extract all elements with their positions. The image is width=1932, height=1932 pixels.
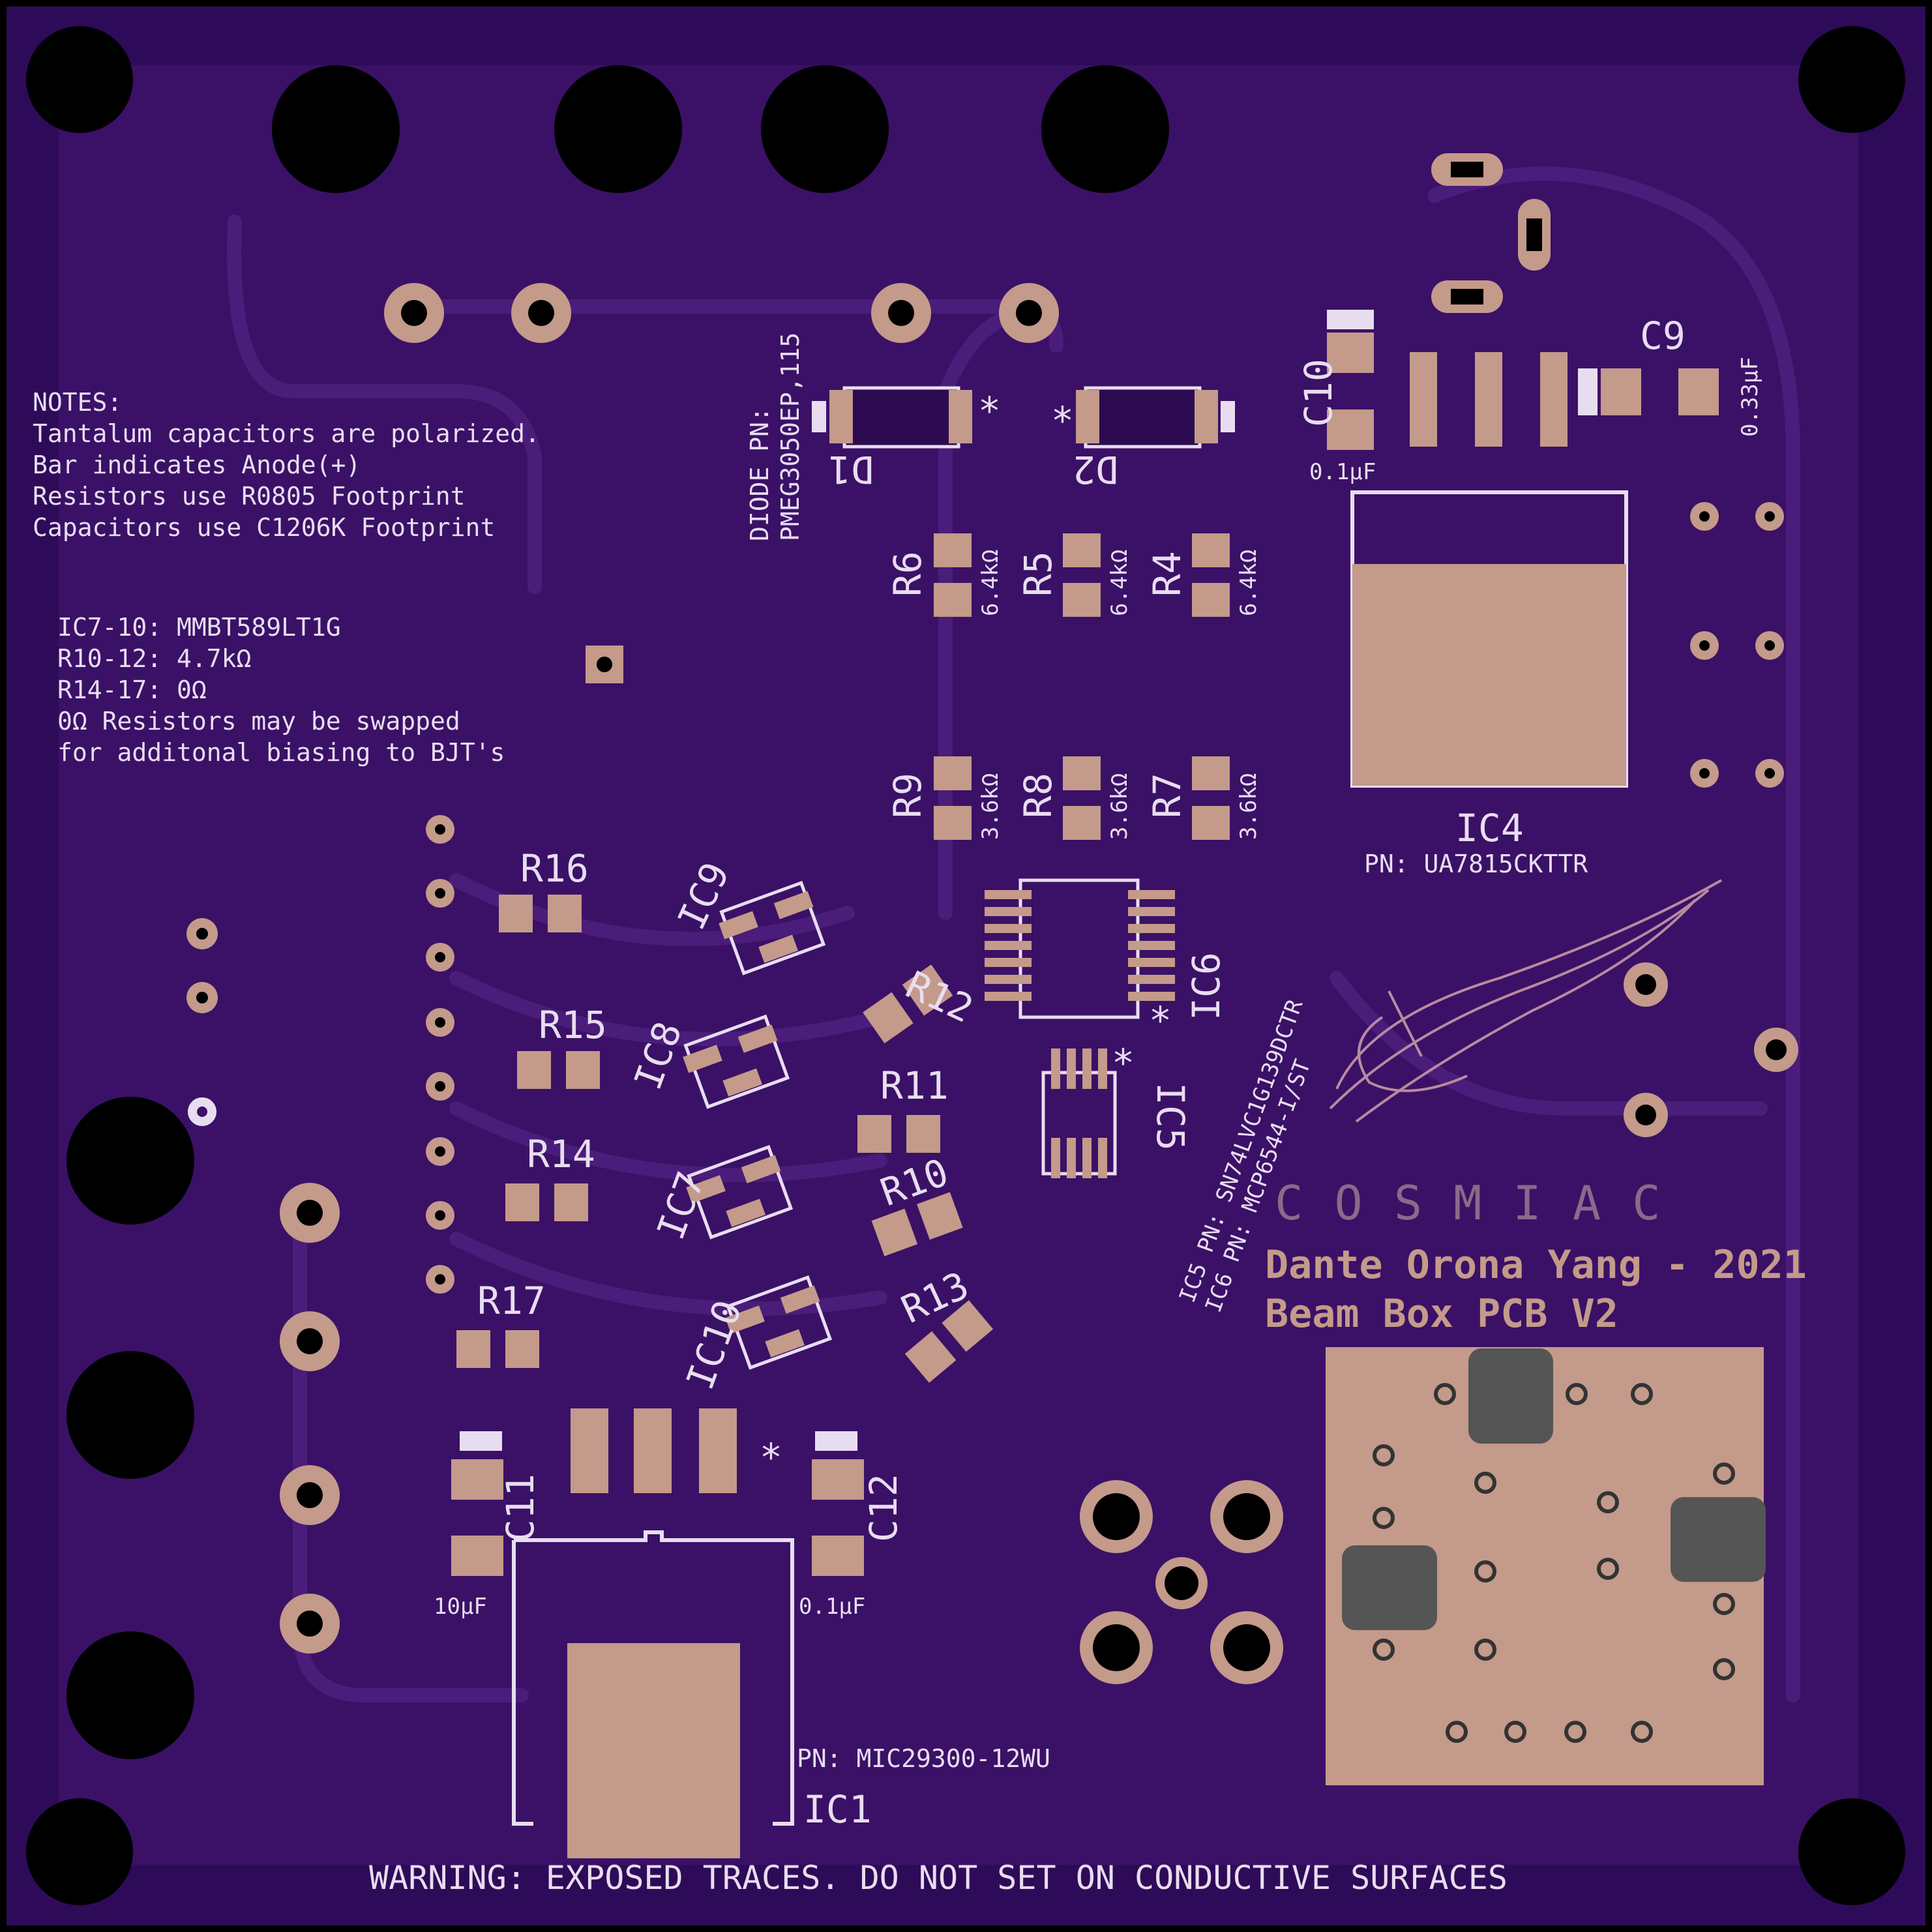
- bjt-note: R14-17: 0Ω: [57, 676, 207, 704]
- trace: [449, 971, 887, 1047]
- notes-heading: NOTES:: [33, 388, 122, 417]
- value-r4: 6.4kΩ: [1236, 550, 1262, 616]
- cap-c12: [812, 1431, 864, 1576]
- ref-r16: R16: [520, 846, 589, 891]
- cosmiac-logo-graphic: [1329, 879, 1722, 1123]
- ref-r14: R14: [527, 1132, 595, 1176]
- asterisk-mark: *: [978, 389, 1001, 433]
- ref-c10: C10: [1296, 359, 1341, 427]
- asterisk-mark: *: [1112, 1041, 1135, 1085]
- mounting-hole: [26, 1798, 133, 1905]
- ref-r8: R8: [1016, 773, 1060, 818]
- mounting-hole: [26, 26, 133, 133]
- ref-c11: C11: [498, 1474, 542, 1542]
- project-title: Beam Box PCB V2: [1265, 1291, 1618, 1337]
- copper-text: COSMIAC Dante Orona Yang - 2021 Beam Box…: [1265, 1176, 1807, 1337]
- mounting-hole: [1041, 65, 1169, 193]
- bjt-note: R10-12: 4.7kΩ: [57, 644, 251, 673]
- ref-c12: C12: [861, 1474, 906, 1542]
- mounting-hole: [1798, 26, 1905, 133]
- asterisk-mark: *: [760, 1435, 782, 1479]
- value-c9: 0.33μF: [1737, 357, 1763, 437]
- trace: [1427, 166, 1800, 1702]
- header-pins: [186, 502, 1784, 1294]
- mounting-holes: [26, 26, 1905, 1905]
- cap-c10: [1327, 310, 1374, 450]
- warning-text: WARNING: EXPOSED TRACES. DO NOT SET ON C…: [369, 1859, 1508, 1897]
- ic5-package: [1041, 1048, 1117, 1178]
- resistor-pads-column: [934, 533, 1230, 840]
- ref-r6: R6: [885, 551, 930, 597]
- value-r7: 3.6kΩ: [1236, 773, 1262, 840]
- mounting-hole: [67, 1631, 194, 1759]
- diode-d1: [812, 386, 972, 449]
- value-r5: 6.4kΩ: [1107, 550, 1133, 616]
- ref-d2: D2: [1073, 447, 1118, 492]
- notes-line: Resistors use R0805 Footprint: [33, 482, 465, 511]
- value-r8: 3.6kΩ: [1107, 773, 1133, 840]
- ic1-package: [512, 1408, 794, 1858]
- asterisk-mark: *: [1149, 998, 1172, 1043]
- ref-ic4: IC4: [1455, 806, 1524, 850]
- ref-d1: D1: [828, 447, 874, 492]
- trace: [1330, 971, 1768, 1116]
- diode-pn-label: DIODE PN:: [745, 407, 774, 541]
- value-r6: 6.4kΩ: [977, 550, 1003, 616]
- bjt-note: 0Ω Resistors may be swapped: [57, 707, 460, 736]
- value-r9: 3.6kΩ: [977, 773, 1003, 840]
- th-pads: [280, 283, 1798, 1684]
- trace: [227, 215, 542, 594]
- ref-r11: R11: [880, 1063, 949, 1108]
- notes-line: Tantalum capacitors are polarized.: [33, 419, 540, 448]
- ref-r17: R17: [477, 1279, 546, 1323]
- ref-r15: R15: [539, 1003, 607, 1047]
- mounting-hole: [67, 1351, 194, 1479]
- author-credit: Dante Orona Yang - 2021: [1265, 1242, 1807, 1288]
- ref-ic1: IC1: [803, 1787, 872, 1832]
- diode-pn-value: PMEG3050EP,115: [776, 333, 805, 541]
- asterisk-mark: *: [1051, 398, 1074, 443]
- ref-ic5: IC5: [1148, 1082, 1193, 1151]
- trace: [449, 1232, 887, 1316]
- bjt-group: [683, 880, 833, 1370]
- diode-d2: [1076, 386, 1235, 449]
- mounting-hole: [272, 65, 400, 193]
- bjt-note: for additonal biasing to BJT's: [57, 738, 505, 767]
- ic6-package: [985, 878, 1175, 1019]
- resistor-pads-rotated: [863, 964, 994, 1383]
- bjt-note: IC7-10: MMBT589LT1G: [57, 613, 341, 642]
- silkscreen: NOTES: Tantalum capacitors are polarized…: [33, 314, 1763, 1897]
- ref-ic6: IC6: [1184, 952, 1228, 1020]
- value-c10: 0.1μF: [1309, 459, 1376, 485]
- trace: [449, 1101, 887, 1183]
- cap-c9: [1578, 368, 1719, 415]
- ic1-part-number: PN: MIC29300-12WU: [797, 1744, 1050, 1773]
- ref-r4: R4: [1145, 551, 1189, 597]
- mounting-hole: [67, 1097, 194, 1225]
- connector-block: [1326, 1347, 1766, 1785]
- ref-r5: R5: [1016, 551, 1060, 597]
- notes-line: Capacitors use C1206K Footprint: [33, 513, 495, 542]
- trace-group: [227, 166, 1800, 1702]
- ref-r9: R9: [885, 773, 930, 818]
- value-c12: 0.1μF: [799, 1594, 865, 1620]
- cosmiac-logo-text: COSMIAC: [1275, 1176, 1691, 1230]
- ref-c9: C9: [1640, 314, 1686, 358]
- value-c11: 10μF: [434, 1594, 487, 1620]
- mounting-hole: [554, 65, 682, 193]
- notes-line: Bar indicates Anode(+): [33, 451, 361, 479]
- cap-c11: [451, 1431, 503, 1576]
- ref-r7: R7: [1145, 773, 1189, 818]
- resistor-pads-left: [456, 895, 940, 1368]
- ic4-part-number: PN: UA7815CKTTR: [1364, 850, 1588, 878]
- mounting-hole: [1798, 1798, 1905, 1905]
- solder-jumpers: [1431, 153, 1551, 313]
- mounting-hole: [761, 65, 889, 193]
- ic4-package: [1350, 352, 1628, 788]
